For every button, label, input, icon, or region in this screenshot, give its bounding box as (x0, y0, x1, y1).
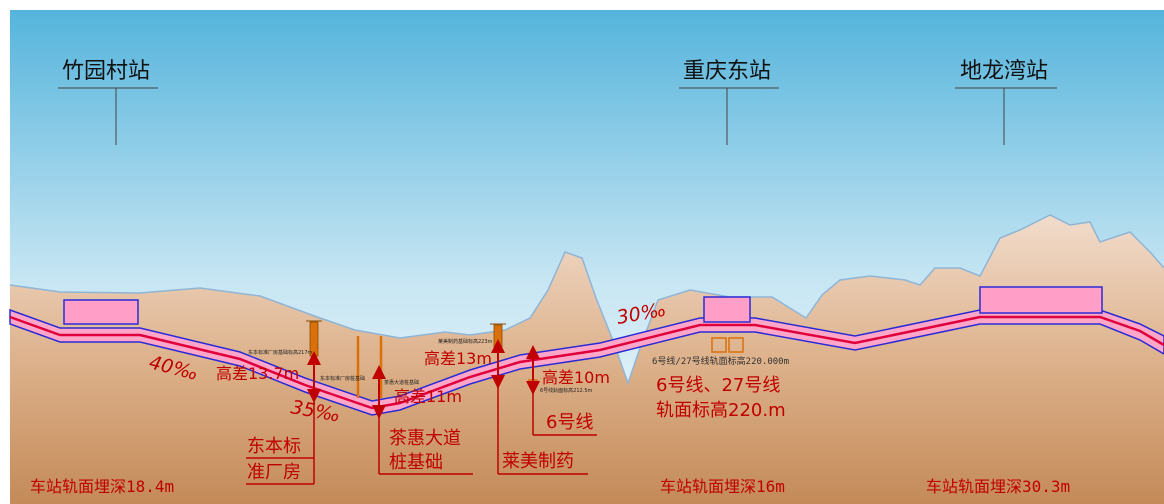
line6-label: 6号线 (546, 412, 593, 433)
chahui-label-line2: 桩基础 (389, 452, 443, 473)
depth-dilongwan: 车站轨面埋深30.3m (926, 477, 1070, 496)
line6-27-tunnel-right (728, 337, 744, 353)
line6-27-tunnel-left (711, 337, 727, 353)
terrain-line (9, 214, 1164, 386)
line6-height-diff: 高差10m (542, 368, 610, 387)
laimei-elev-note: 莱美制药基础标高223m (438, 338, 493, 345)
dongben-elev-note: 东本标准厂房基础标高217m (248, 349, 313, 356)
laimei-foundation (493, 324, 503, 348)
laimei-label: 莱美制药 (502, 451, 574, 472)
dongben-label-line2: 准厂房 (247, 462, 301, 483)
line6-elev-note: 6号线轨面标高212.5m (540, 387, 592, 394)
laimei-height-diff: 高差13m (424, 349, 492, 368)
dongben-pile-note: 东本标准厂房桩基础 (320, 375, 365, 382)
line6-27-label-line1: 6号线、27号线 (656, 375, 780, 396)
station-title-chongqingdong: 重庆东站 (683, 59, 771, 84)
chahui-label-line1: 茶惠大道 (389, 428, 461, 449)
depth-chongqingdong: 车站轨面埋深16m (660, 477, 785, 496)
tunnel-band (9, 308, 1164, 416)
station-box-zhuyuancun (63, 299, 139, 325)
dongben-height-diff: 高差13.7m (216, 364, 299, 383)
station-title-zhuyuancun: 竹园村站 (62, 59, 150, 84)
station-box-dilongwan (979, 286, 1103, 314)
station-box-chongqingdong (703, 296, 751, 323)
chahui-pile-note: 茶惠大道桩基础 (384, 379, 419, 386)
chahui-height-diff: 高差11m (394, 387, 462, 406)
depth-zhuyuancun: 车站轨面埋深18.4m (30, 477, 174, 496)
dongben-label-line1: 东本标 (247, 436, 301, 457)
line6-27-elev-note: 6号线/27号线轨面标高220.000m (652, 355, 789, 367)
line6-27-label-line2: 轨面标高220.m (656, 400, 786, 421)
tunnel-track-line (9, 315, 1164, 410)
station-title-dilongwan: 地龙湾站 (960, 59, 1048, 84)
